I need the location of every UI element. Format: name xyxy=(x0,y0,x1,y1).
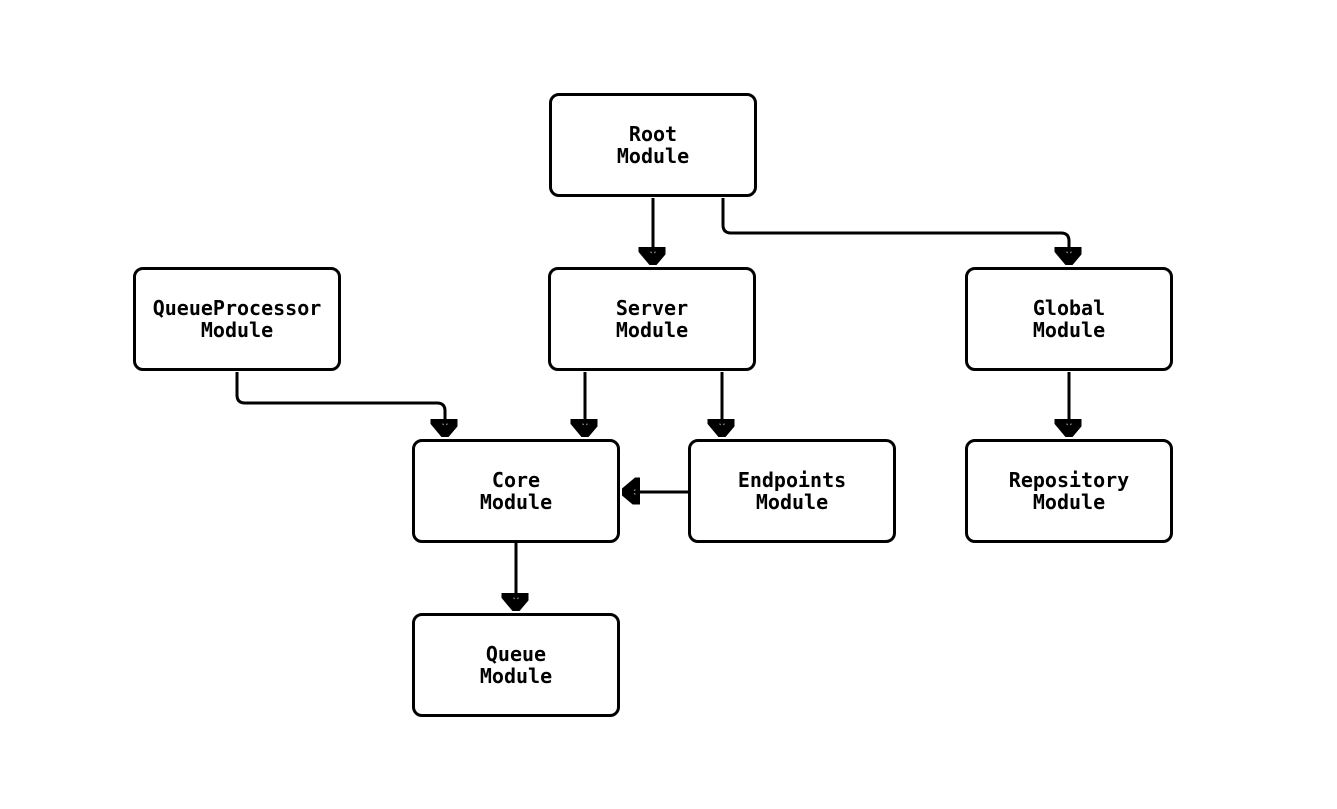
node-queueprocessor-module-label: QueueProcessor Module xyxy=(152,296,322,342)
node-repository-module: Repository Module xyxy=(965,439,1173,543)
node-global-module-label: Global Module xyxy=(1032,296,1106,342)
node-global-module: Global Module xyxy=(965,267,1173,371)
node-server-module: Server Module xyxy=(548,267,756,371)
node-root-module: Root Module xyxy=(549,93,757,197)
node-queue-module: Queue Module xyxy=(412,613,620,717)
edge-root-to-global xyxy=(721,198,1069,261)
node-core-module-label: Core Module xyxy=(479,468,553,514)
node-core-module: Core Module xyxy=(412,439,620,543)
edge-queueprocessor-to-core xyxy=(235,372,445,433)
node-server-module-label: Server Module xyxy=(615,296,689,342)
node-endpoints-module: Endpoints Module xyxy=(688,439,896,543)
node-endpoints-module-label: Endpoints Module xyxy=(737,468,847,514)
node-repository-module-label: Repository Module xyxy=(1008,468,1130,514)
node-queueprocessor-module: QueueProcessor Module xyxy=(133,267,341,371)
node-queue-module-label: Queue Module xyxy=(479,642,553,688)
node-root-module-label: Root Module xyxy=(616,122,690,168)
